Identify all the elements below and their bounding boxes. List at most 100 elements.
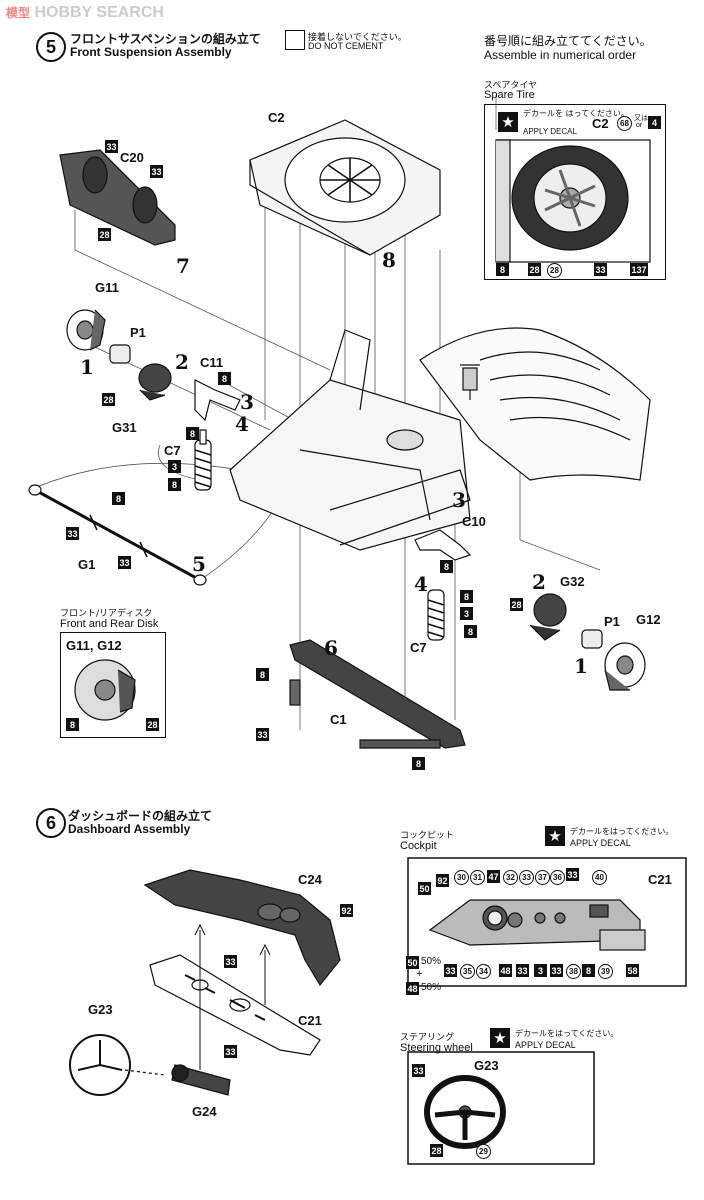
watermark-text: HOBBY SEARCH [34,4,164,21]
watermark-cn: 模型 [6,6,31,20]
steer-num-28: 28 [430,1144,443,1157]
cockpit-top-num: 92 [436,874,449,887]
paint-8: 8 [464,625,477,638]
paint-3: 3 [460,607,473,620]
part-g11: G11 [95,280,119,295]
spare-en: Spare Tire [484,89,535,101]
order-en: Assemble in numerical order [484,48,637,62]
step-num-4-right: 4 [414,572,428,596]
spare-decal-num: 68 [617,116,632,131]
cockpit-bottom-num: 38 [566,964,581,979]
paint-33: 33 [105,140,118,153]
cockpit-bottom-num: 39 [598,964,613,979]
paint-28: 28 [98,228,111,241]
cockpit-bottom-num: 35 [460,964,475,979]
cockpit-bottom-num: 58 [626,964,639,977]
paint-33: 33 [66,527,79,540]
cockpit-jp: コックピット [400,831,455,841]
spare-num-5: 137 [630,263,648,276]
star-icon: ★ [498,112,518,132]
cockpit-bottom-num: 8 [582,964,595,977]
part-p1-left: P1 [130,325,146,340]
dash-paint-92: 92 [340,904,353,917]
cockpit-top-num: 40 [592,870,607,885]
step-num-3-left: 3 [240,390,254,414]
part-c21: C21 [298,1013,322,1028]
steer-num-29: 29 [476,1144,491,1159]
part-c2: C2 [268,110,285,125]
part-g23: G23 [88,1002,113,1017]
step-num-2-right: 2 [532,570,546,594]
part-p1-right: P1 [604,614,620,629]
step-num-8: 8 [382,248,396,272]
cockpit-en: Cockpit [400,840,437,852]
cockpit-top-num: 32 [503,870,518,885]
steer-jp: ステアリング [400,1033,455,1043]
cockpit-top-num: 36 [550,870,565,885]
paint-8: 8 [256,668,269,681]
cockpit-bottom-num: 34 [476,964,491,979]
disk-parts: G11, G12 [66,638,122,653]
cockpit-decal-en: APPLY DECAL [570,838,631,848]
watermark: 模型 HOBBY SEARCH [6,4,164,22]
paint-3: 3 [168,460,181,473]
part-g31: G31 [112,420,137,435]
cement-en: DO NOT CEMENT [308,41,384,51]
spare-decal-alt: 4 [648,116,661,129]
cockpit-bottom-num: 33 [550,964,563,977]
part-c20: C20 [120,150,144,165]
part-c24: C24 [298,872,322,887]
paint-8: 8 [412,757,425,770]
or-en: or [636,122,643,129]
cockpit-part: C21 [648,872,672,887]
spare-num-3: 28 [547,263,562,278]
part-c10: C10 [462,514,486,529]
paint-28: 28 [102,393,115,406]
cockpit-top-num: 31 [470,870,485,885]
step-num-1-left: 1 [80,355,94,379]
paint-8: 8 [440,560,453,573]
paint-8: 8 [218,372,231,385]
step-num-3-right: 3 [452,488,466,512]
step-5-title-jp: フロントサスペンションの組み立て [70,32,261,46]
cockpit-top-num: 33 [566,868,579,881]
steer-decal-jp: デカールをはってください。 [515,1029,619,1038]
or-jp: 又は [634,114,648,122]
order-jp: 番号順に組み立ててください。 [484,34,652,48]
step-num-1-right: 1 [574,654,588,678]
disk-num-8: 8 [66,718,79,731]
part-c11: C11 [200,355,224,370]
part-g24: G24 [192,1104,217,1119]
paint-8: 8 [112,492,125,505]
paint-8: 8 [168,478,181,491]
cockpit-bottom-num: 33 [444,964,457,977]
disk-panel [60,632,166,738]
cockpit-top-num: 37 [535,870,550,885]
star-icon: ★ [490,1028,510,1048]
spare-num-4: 33 [594,263,607,276]
part-g32: G32 [560,574,585,589]
spare-decal-jp: デカールを はってください。 [523,109,629,118]
paint-33: 33 [256,728,269,741]
spare-num-1: 8 [496,263,509,276]
cockpit-top-num: 47 [487,870,500,883]
step-5-title-en: Front Suspension Assembly [70,45,232,59]
steer-decal-en: APPLY DECAL [515,1040,576,1050]
step-6-title-jp: ダッシュボードの組み立て [68,809,213,823]
paint-33: 33 [118,556,131,569]
steer-part: G23 [474,1058,499,1073]
step-num-6: 6 [324,636,338,660]
part-c7-left: C7 [164,443,181,458]
paint-8: 8 [186,427,199,440]
cement-jp: 接着しないでください。 [308,33,407,43]
dash-paint-33: 33 [224,1045,237,1058]
mix-a-num: 50 [406,956,419,969]
cockpit-top-num: 50 [418,882,431,895]
part-g1: G1 [78,557,96,572]
part-c7-right: C7 [410,640,427,655]
disk-num-28: 28 [146,718,159,731]
steer-num-33: 33 [412,1064,425,1077]
dash-paint-33: 33 [224,955,237,968]
part-c1: C1 [330,712,347,727]
